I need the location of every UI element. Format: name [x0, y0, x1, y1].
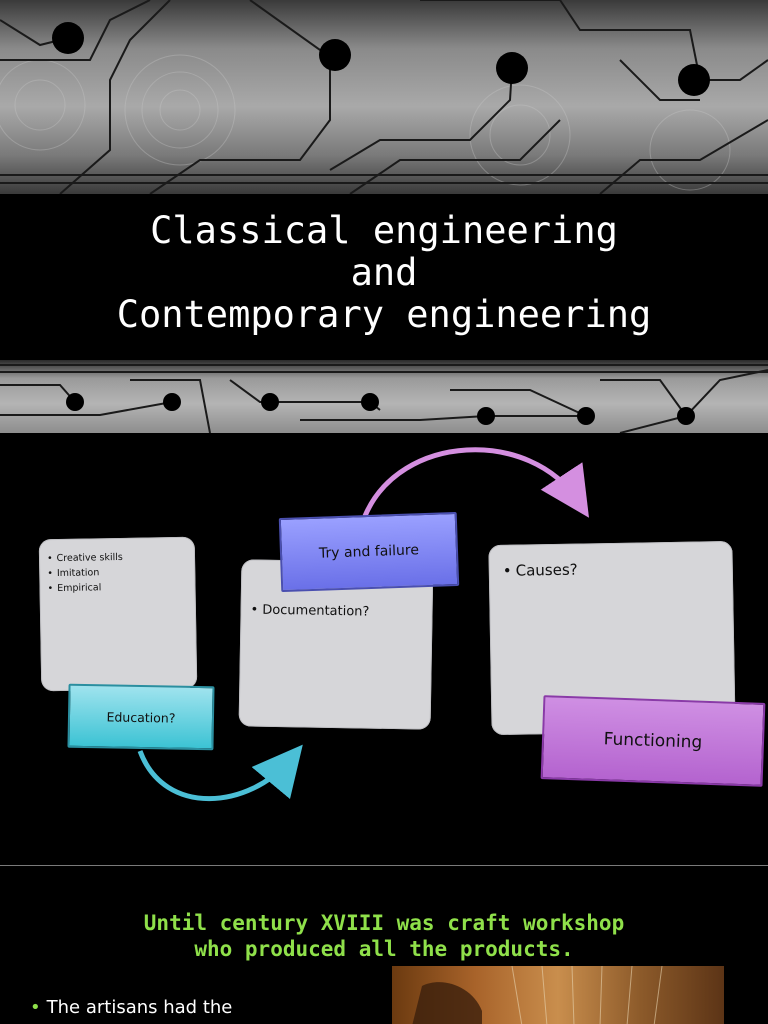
tag-functioning-label: Functioning	[603, 729, 703, 753]
card-left-list: Creative skills Imitation Empirical	[39, 537, 196, 597]
slide-diagram: Creative skills Imitation Empirical Docu…	[0, 433, 768, 865]
circuit-pattern	[0, 0, 768, 194]
circuit-pattern-bottom	[0, 364, 768, 433]
tag-education: Education?	[67, 683, 215, 751]
slide-divider	[0, 865, 768, 866]
curved-arrows	[137, 447, 590, 801]
list-item: Causes?	[503, 557, 733, 581]
list-item: Empirical	[47, 579, 195, 597]
tag-education-label: Education?	[106, 708, 176, 726]
slide-title-text: Classical engineering and Contemporary e…	[116, 209, 652, 336]
slide-title: Classical engineering and Contemporary e…	[0, 0, 768, 433]
tag-functioning: Functioning	[540, 695, 766, 787]
bullet-dot: •	[30, 997, 41, 1018]
slide3-bullet-text: The artisans had the	[46, 997, 233, 1018]
arrow-violet	[362, 447, 590, 518]
slide3-bullet: •The artisans had the	[30, 997, 232, 1018]
photo-detail	[412, 965, 663, 1024]
tag-try-label: Try and failure	[318, 542, 420, 562]
card-left: Creative skills Imitation Empirical	[38, 536, 198, 692]
artisan-photo	[392, 965, 724, 1024]
circuit-banner-top	[0, 0, 768, 194]
slide3-heading: Until century XVIII was craft workshop w…	[143, 911, 625, 961]
list-item: Documentation?	[250, 602, 432, 623]
slide-craft-workshop: Until century XVIII was craft workshop w…	[0, 866, 768, 1024]
tag-try-and-failure: Try and failure	[278, 511, 460, 593]
circuit-banner-bottom	[0, 360, 768, 433]
arrow-blue	[137, 744, 303, 801]
card-right-list: Causes?	[488, 541, 733, 581]
